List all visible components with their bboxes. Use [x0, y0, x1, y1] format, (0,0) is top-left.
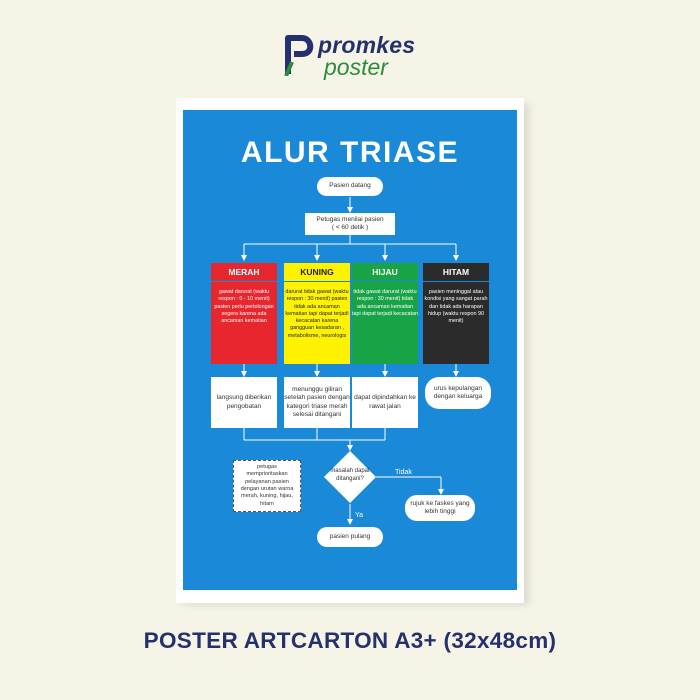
action-merah: langsung diberikan pengobatan: [211, 377, 277, 428]
action-hijau: dapat dipindahkan ke rawat jalan: [352, 377, 418, 428]
category-hitam-label: HITAM: [423, 263, 489, 281]
promkes-poster-logo: promkes poster: [282, 30, 442, 80]
category-hitam-desc: pasien meninggal atau kondisi yang sanga…: [423, 282, 489, 364]
logo-p-icon: [284, 35, 314, 76]
yes-label: Ya: [355, 512, 364, 519]
assess-box: Petugas menilai pasien ( < 60 detik ): [305, 213, 395, 235]
poster-title: ALUR TRIASE: [240, 136, 460, 169]
category-merah-desc: gawat darurat (waktu respon : 0 - 10 men…: [211, 282, 277, 364]
start-pill: Pasien datang: [317, 177, 383, 196]
product-caption: POSTER ARTCARTON A3+ (32x48cm): [143, 628, 557, 653]
decision-label: masalah dapat ditangani?: [330, 468, 370, 482]
category-hijau-label: HIJAU: [352, 263, 418, 281]
end-pill: pasien pulang: [317, 527, 383, 547]
category-hijau-desc: tidak gawat darurat (waktu respon : 30 m…: [352, 282, 418, 364]
priority-note: petugas memprioritaskan pelayanan pasien…: [233, 460, 301, 512]
category-merah-label: MERAH: [211, 263, 277, 281]
flow-connectors: [241, 197, 459, 525]
refer-pill: rujuk ke faskes yang lebih tinggi: [405, 495, 475, 521]
action-kuning: menunggu giliran setelah pasien dengan k…: [284, 377, 350, 428]
category-kuning-desc: darurat tidak gawat (waktu respon : 30 m…: [284, 282, 350, 364]
no-label: Tidak: [395, 469, 412, 476]
category-kuning-label: KUNING: [284, 263, 350, 281]
action-hitam: urus kepulangan dengan keluarga: [425, 377, 491, 409]
decision-diamond: [324, 451, 376, 503]
logo-text-promkes: promkes: [318, 32, 416, 58]
poster: ALUR TRIASE: [183, 110, 517, 590]
logo-text-poster: poster: [324, 54, 388, 80]
